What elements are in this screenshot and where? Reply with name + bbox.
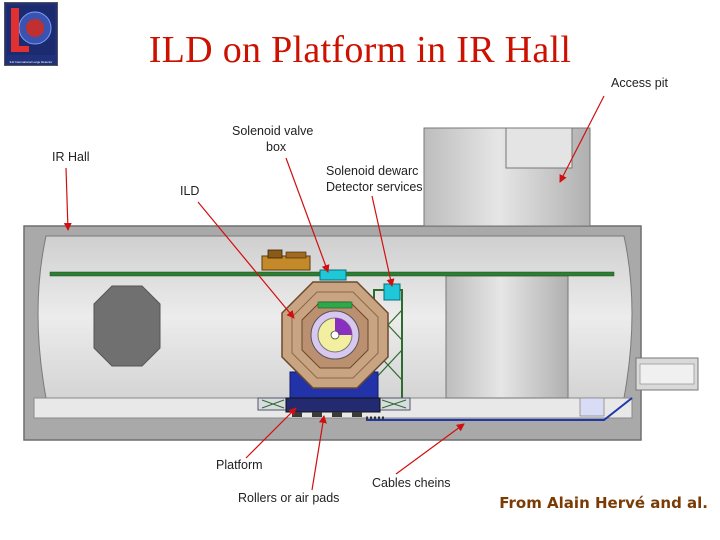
endcap-octagon	[93, 285, 161, 367]
arrow-ir-hall	[63, 167, 72, 231]
vertex-sector	[335, 318, 352, 335]
label-platform: Platform	[216, 458, 263, 472]
source-credit: From Alain Hervé and al.	[499, 494, 708, 512]
label-solenoid-dewar-2: Detector services	[326, 180, 423, 194]
arrow-platform	[245, 407, 297, 459]
label-access-pit: Access pit	[611, 76, 668, 90]
floor-service-box	[579, 397, 605, 417]
ild-detector	[281, 281, 389, 403]
rollers	[292, 412, 362, 417]
arrow-cables	[395, 423, 465, 475]
platform	[257, 397, 411, 413]
logo-caption: ILD International Large Detector	[9, 61, 53, 64]
callout-arrows	[63, 95, 605, 491]
label-ir-hall: IR Hall	[52, 150, 90, 164]
label-rollers-air-pads: Rollers or air pads	[238, 491, 340, 505]
ild-logo-graphic	[7, 5, 55, 55]
arrow-rollers	[311, 415, 327, 491]
side-tunnel-inner	[639, 363, 695, 385]
arrow-dewar	[371, 195, 395, 287]
cable-chain	[366, 397, 633, 421]
arrow-ild	[197, 201, 295, 319]
slide-title: ILD on Platform in IR Hall	[148, 29, 572, 71]
ild-logo: ILD International Large Detector	[4, 2, 58, 66]
label-solenoid-valve-box-1: Solenoid valve	[232, 124, 314, 138]
solenoid-valve-box	[261, 249, 311, 271]
access-pit-notch	[505, 127, 573, 169]
label-solenoid-dewar-1: Solenoid dewarc	[326, 164, 419, 178]
access-pit-lower	[445, 275, 569, 399]
arrow-access-pit	[559, 95, 605, 183]
label-solenoid-valve-box-2: box	[266, 140, 287, 154]
label-cables-chains: Cables cheins	[372, 476, 451, 490]
label-ild: ILD	[180, 184, 200, 198]
solenoid-dewar	[383, 283, 401, 301]
arrow-valve-box	[285, 157, 330, 273]
